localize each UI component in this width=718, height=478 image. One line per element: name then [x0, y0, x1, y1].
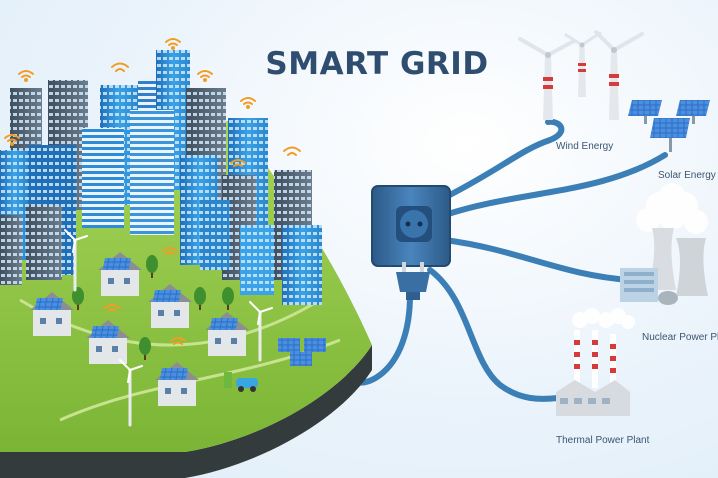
house — [155, 362, 199, 406]
houses — [30, 252, 249, 406]
power-plug — [396, 262, 430, 300]
island-soil — [0, 330, 372, 478]
power-socket — [371, 185, 451, 267]
wind-energy-label: Wind Energy — [556, 141, 614, 152]
house — [148, 284, 192, 328]
page-title: SMART GRID — [265, 46, 489, 82]
house — [205, 312, 249, 356]
wind-turbine-icon — [518, 30, 644, 120]
solar-energy-label: Solar Energy — [658, 170, 716, 181]
house — [98, 252, 142, 296]
cable-wind — [437, 118, 565, 203]
power-cables — [346, 118, 668, 402]
solar-panel-icon — [628, 100, 710, 152]
city-solar-panels — [278, 338, 326, 366]
nuclear-plant-label: Nuclear Power Plant — [642, 332, 718, 343]
city-buildings — [0, 50, 322, 305]
nuclear-plant-icon — [620, 183, 708, 305]
cable-nuclear — [442, 237, 633, 283]
trees — [72, 255, 234, 360]
city-wind-turbines — [64, 229, 273, 427]
ev-charging-station — [224, 372, 258, 392]
house — [30, 292, 74, 336]
thermal-plant-icon — [556, 308, 635, 416]
cable-thermal — [427, 267, 561, 402]
thermal-plant-label: Thermal Power Plant — [556, 435, 650, 446]
cable-solar — [442, 152, 668, 218]
wifi-signal-icons — [4, 38, 301, 345]
